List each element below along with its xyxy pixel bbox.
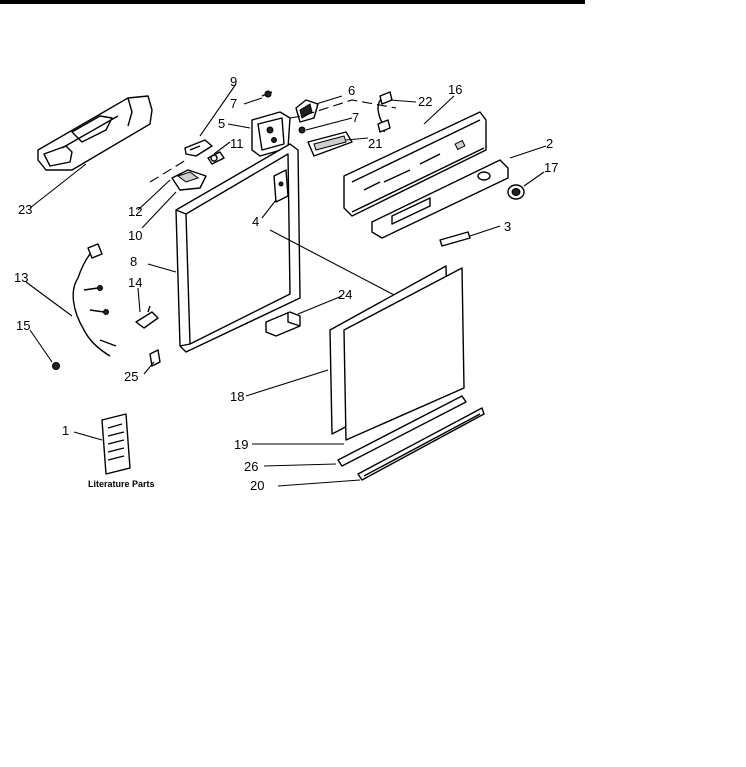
part-15-screw — [52, 362, 60, 370]
door-alignment-line — [269, 229, 397, 297]
part-25-clip — [149, 349, 161, 367]
label-part-21: 21 — [368, 136, 382, 151]
part-14-connector — [135, 305, 159, 329]
part-8-door-frame — [175, 143, 301, 353]
label-part-24: 24 — [338, 287, 352, 302]
part-11-screw — [207, 151, 225, 165]
label-part-22: 22 — [418, 94, 432, 109]
part-16-console — [343, 111, 487, 217]
top-rule — [0, 0, 585, 4]
part-17-knob — [507, 184, 525, 200]
label-part-20: 20 — [250, 478, 264, 493]
label-part-13: 13 — [14, 270, 28, 285]
part-10-hinge-block — [171, 169, 207, 191]
label-part-5: 5 — [218, 116, 225, 131]
part-6-knob — [295, 99, 319, 123]
part-7-screw-top — [261, 90, 273, 98]
label-part-9: 9 — [230, 74, 237, 89]
label-part-7a: 7 — [230, 96, 237, 111]
label-part-7b: 7 — [352, 110, 359, 125]
part-1-literature — [101, 413, 131, 475]
label-part-12: 12 — [128, 204, 142, 219]
label-part-26: 26 — [244, 459, 258, 474]
part-2-panel — [371, 159, 509, 239]
literature-parts-caption: Literature Parts — [88, 479, 155, 489]
latch-dash-line — [289, 99, 397, 119]
label-part-6: 6 — [348, 83, 355, 98]
part-12-dashed-rod — [149, 159, 187, 183]
part-9-bracket — [184, 139, 213, 157]
label-part-10: 10 — [128, 228, 142, 243]
label-part-11: 11 — [230, 136, 244, 151]
label-part-1: 1 — [62, 423, 69, 438]
part-22-wire — [377, 91, 393, 133]
label-part-23: 23 — [18, 202, 32, 217]
label-part-25: 25 — [124, 369, 138, 384]
part-4-strike — [273, 169, 289, 203]
part-3-label — [439, 231, 471, 247]
part-21-switch — [307, 131, 353, 157]
label-part-8: 8 — [130, 254, 137, 269]
leader-lines — [25, 83, 547, 487]
part-7-screw-side — [298, 126, 306, 134]
label-part-14: 14 — [128, 275, 142, 290]
part-24-bracket — [265, 311, 301, 337]
label-part-17: 17 — [544, 160, 558, 175]
label-part-4: 4 — [252, 214, 259, 229]
label-part-2: 2 — [546, 136, 553, 151]
label-part-3: 3 — [504, 219, 511, 234]
part-20-kickplate — [357, 407, 485, 481]
part-23-housing — [37, 95, 153, 171]
label-part-19: 19 — [234, 437, 248, 452]
label-part-15: 15 — [16, 318, 30, 333]
part-19-inner-panel — [343, 267, 465, 441]
label-part-16: 16 — [448, 82, 462, 97]
part-13-wire-harness — [72, 243, 117, 357]
label-part-18: 18 — [230, 389, 244, 404]
part-26-trim — [337, 395, 467, 467]
